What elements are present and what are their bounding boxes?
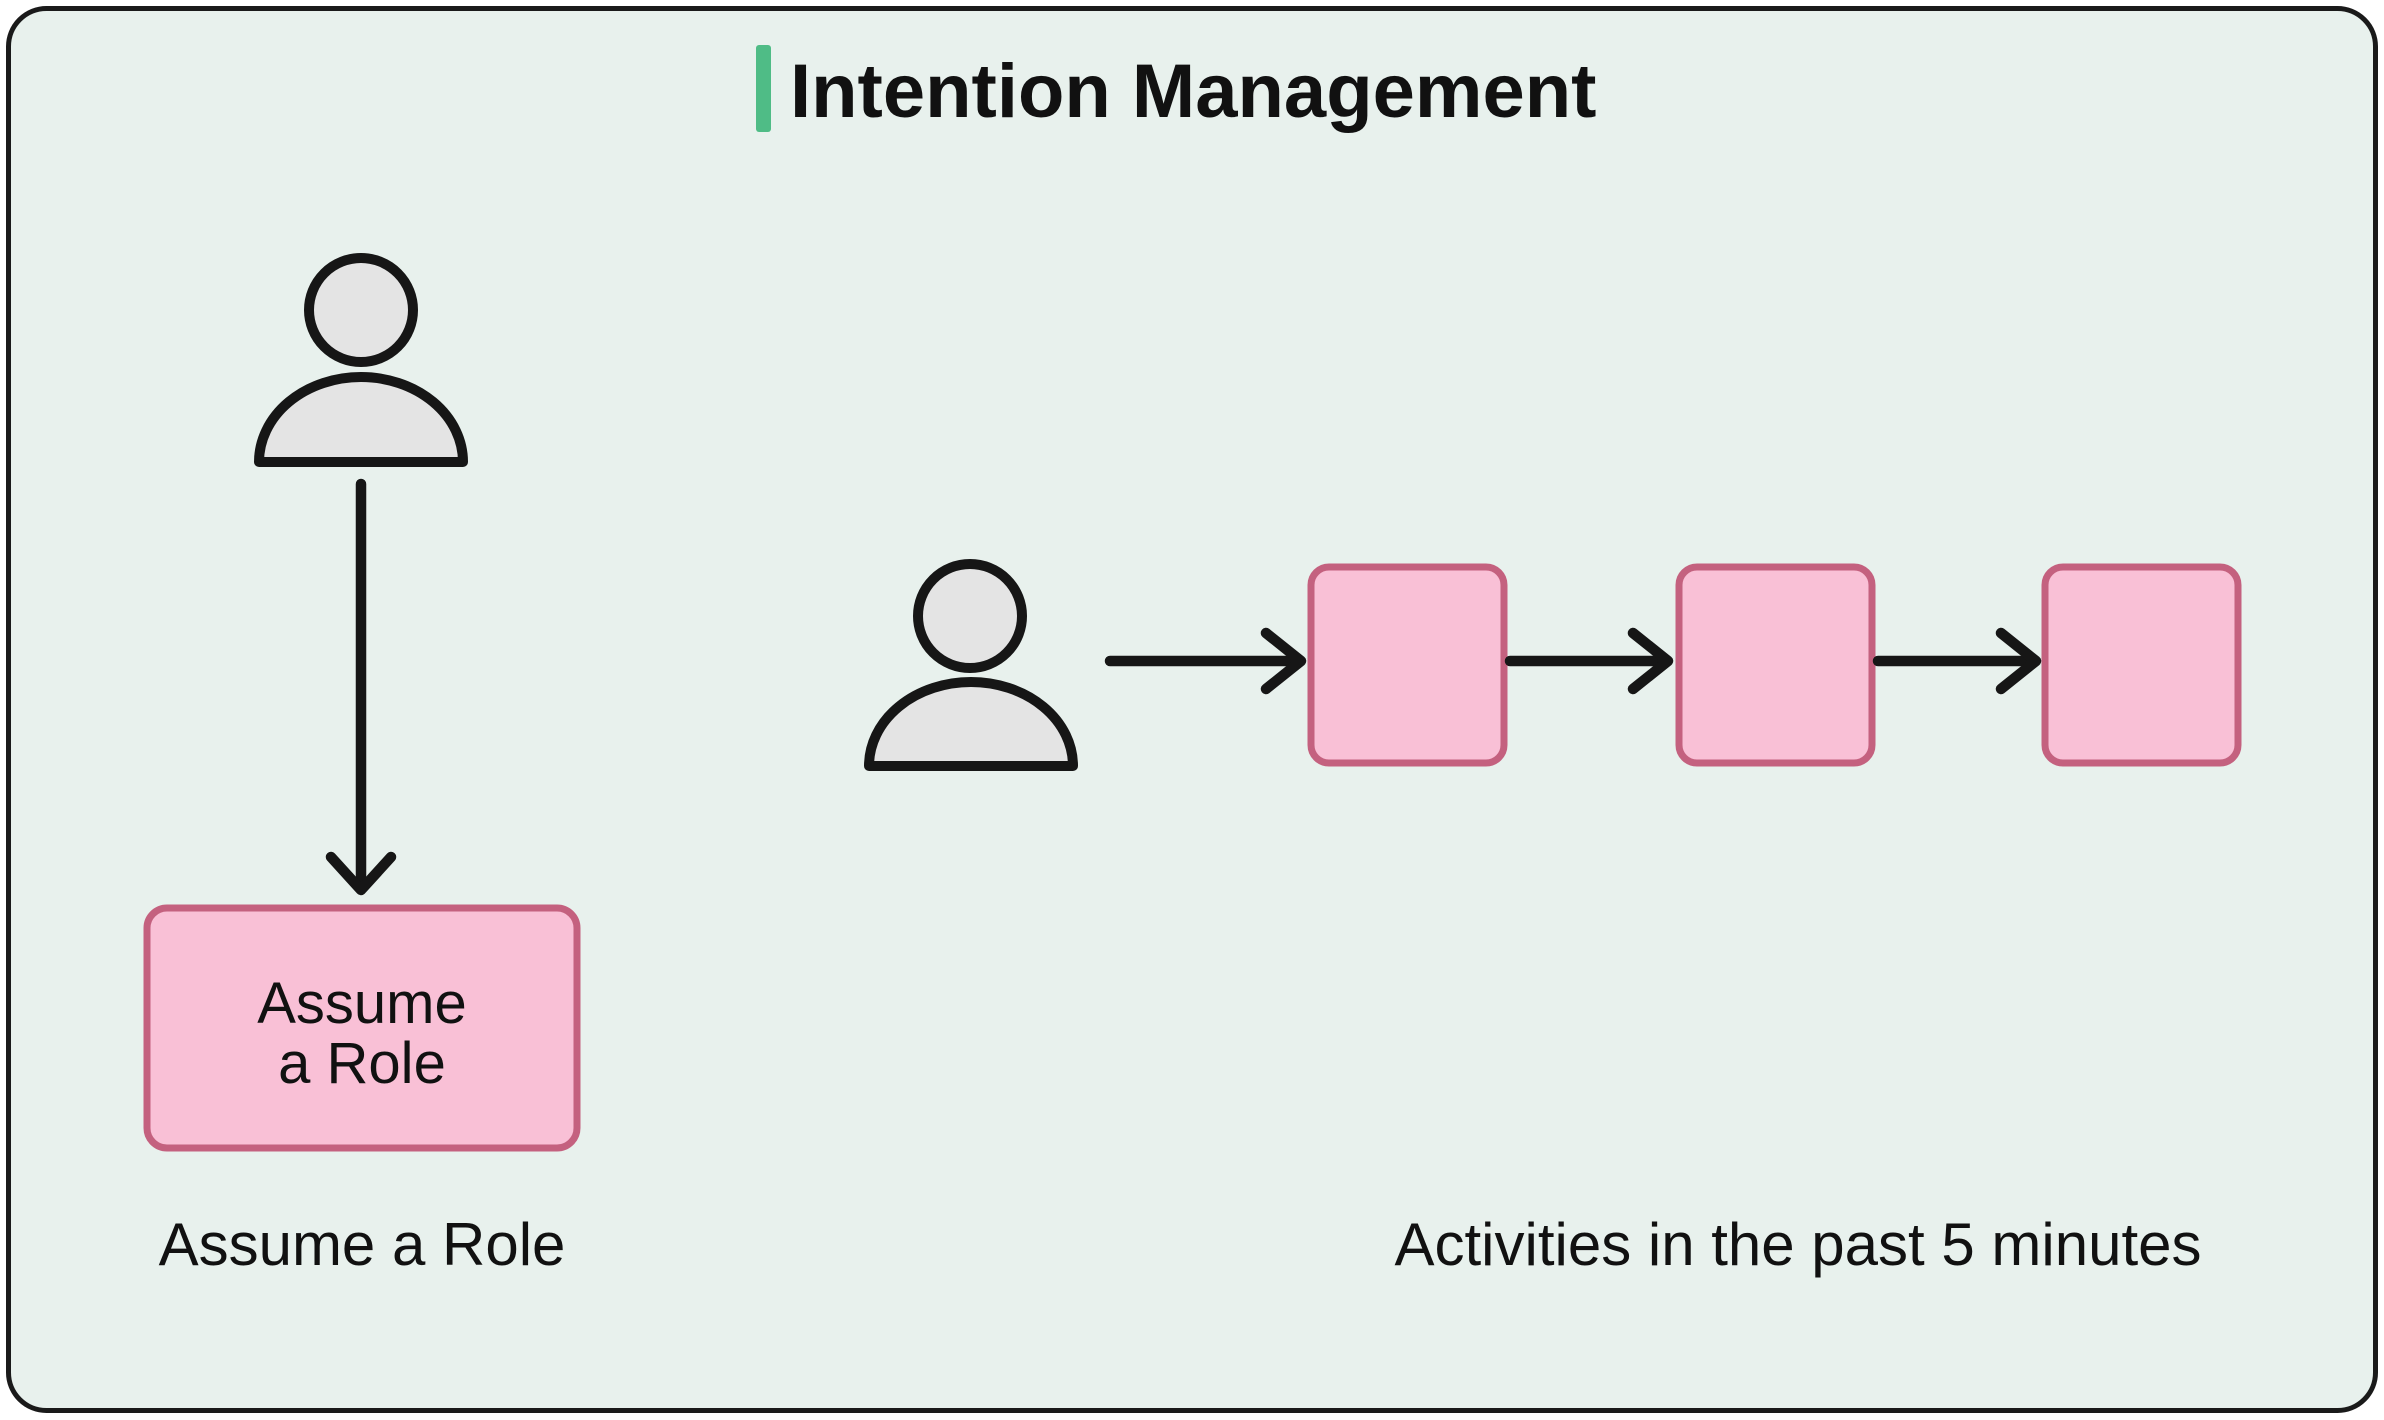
title-accent-bar — [756, 45, 771, 132]
assume-role-caption: Assume a Role — [159, 1211, 566, 1278]
person-icon-head — [304, 253, 418, 367]
activities-caption: Activities in the past 5 minutes — [1394, 1211, 2201, 1278]
right-arrow-head — [1995, 627, 2042, 695]
person-icon — [864, 559, 1078, 771]
right-arrow-3 — [1872, 627, 2042, 695]
assume-role-box-label-line2: a Role — [278, 1031, 446, 1096]
assume-role-flow: Assume a Role Assume a Role — [143, 253, 581, 1278]
right-arrow-head — [1627, 627, 1674, 695]
person-icon — [254, 253, 468, 467]
assume-role-box — [143, 904, 581, 1152]
right-arrow-2 — [1504, 627, 1674, 695]
activities-flow: Activities in the past 5 minutes — [864, 559, 2242, 1278]
activity-box — [2041, 563, 2242, 767]
down-arrow-head — [325, 851, 397, 896]
right-arrow-head — [1260, 627, 1307, 695]
down-arrow — [325, 478, 397, 896]
activity-box — [1307, 563, 1508, 767]
person-icon-head — [913, 559, 1027, 673]
page-title: Intention Management — [790, 49, 1596, 134]
activity-box — [1675, 563, 1876, 767]
header: Intention Management — [756, 45, 1596, 134]
person-icon-body — [254, 372, 468, 467]
panel-background — [6, 6, 2378, 1413]
right-arrow-1 — [1104, 627, 1307, 695]
person-icon-body — [864, 677, 1078, 771]
assume-role-box-label-line1: Assume — [257, 971, 467, 1036]
